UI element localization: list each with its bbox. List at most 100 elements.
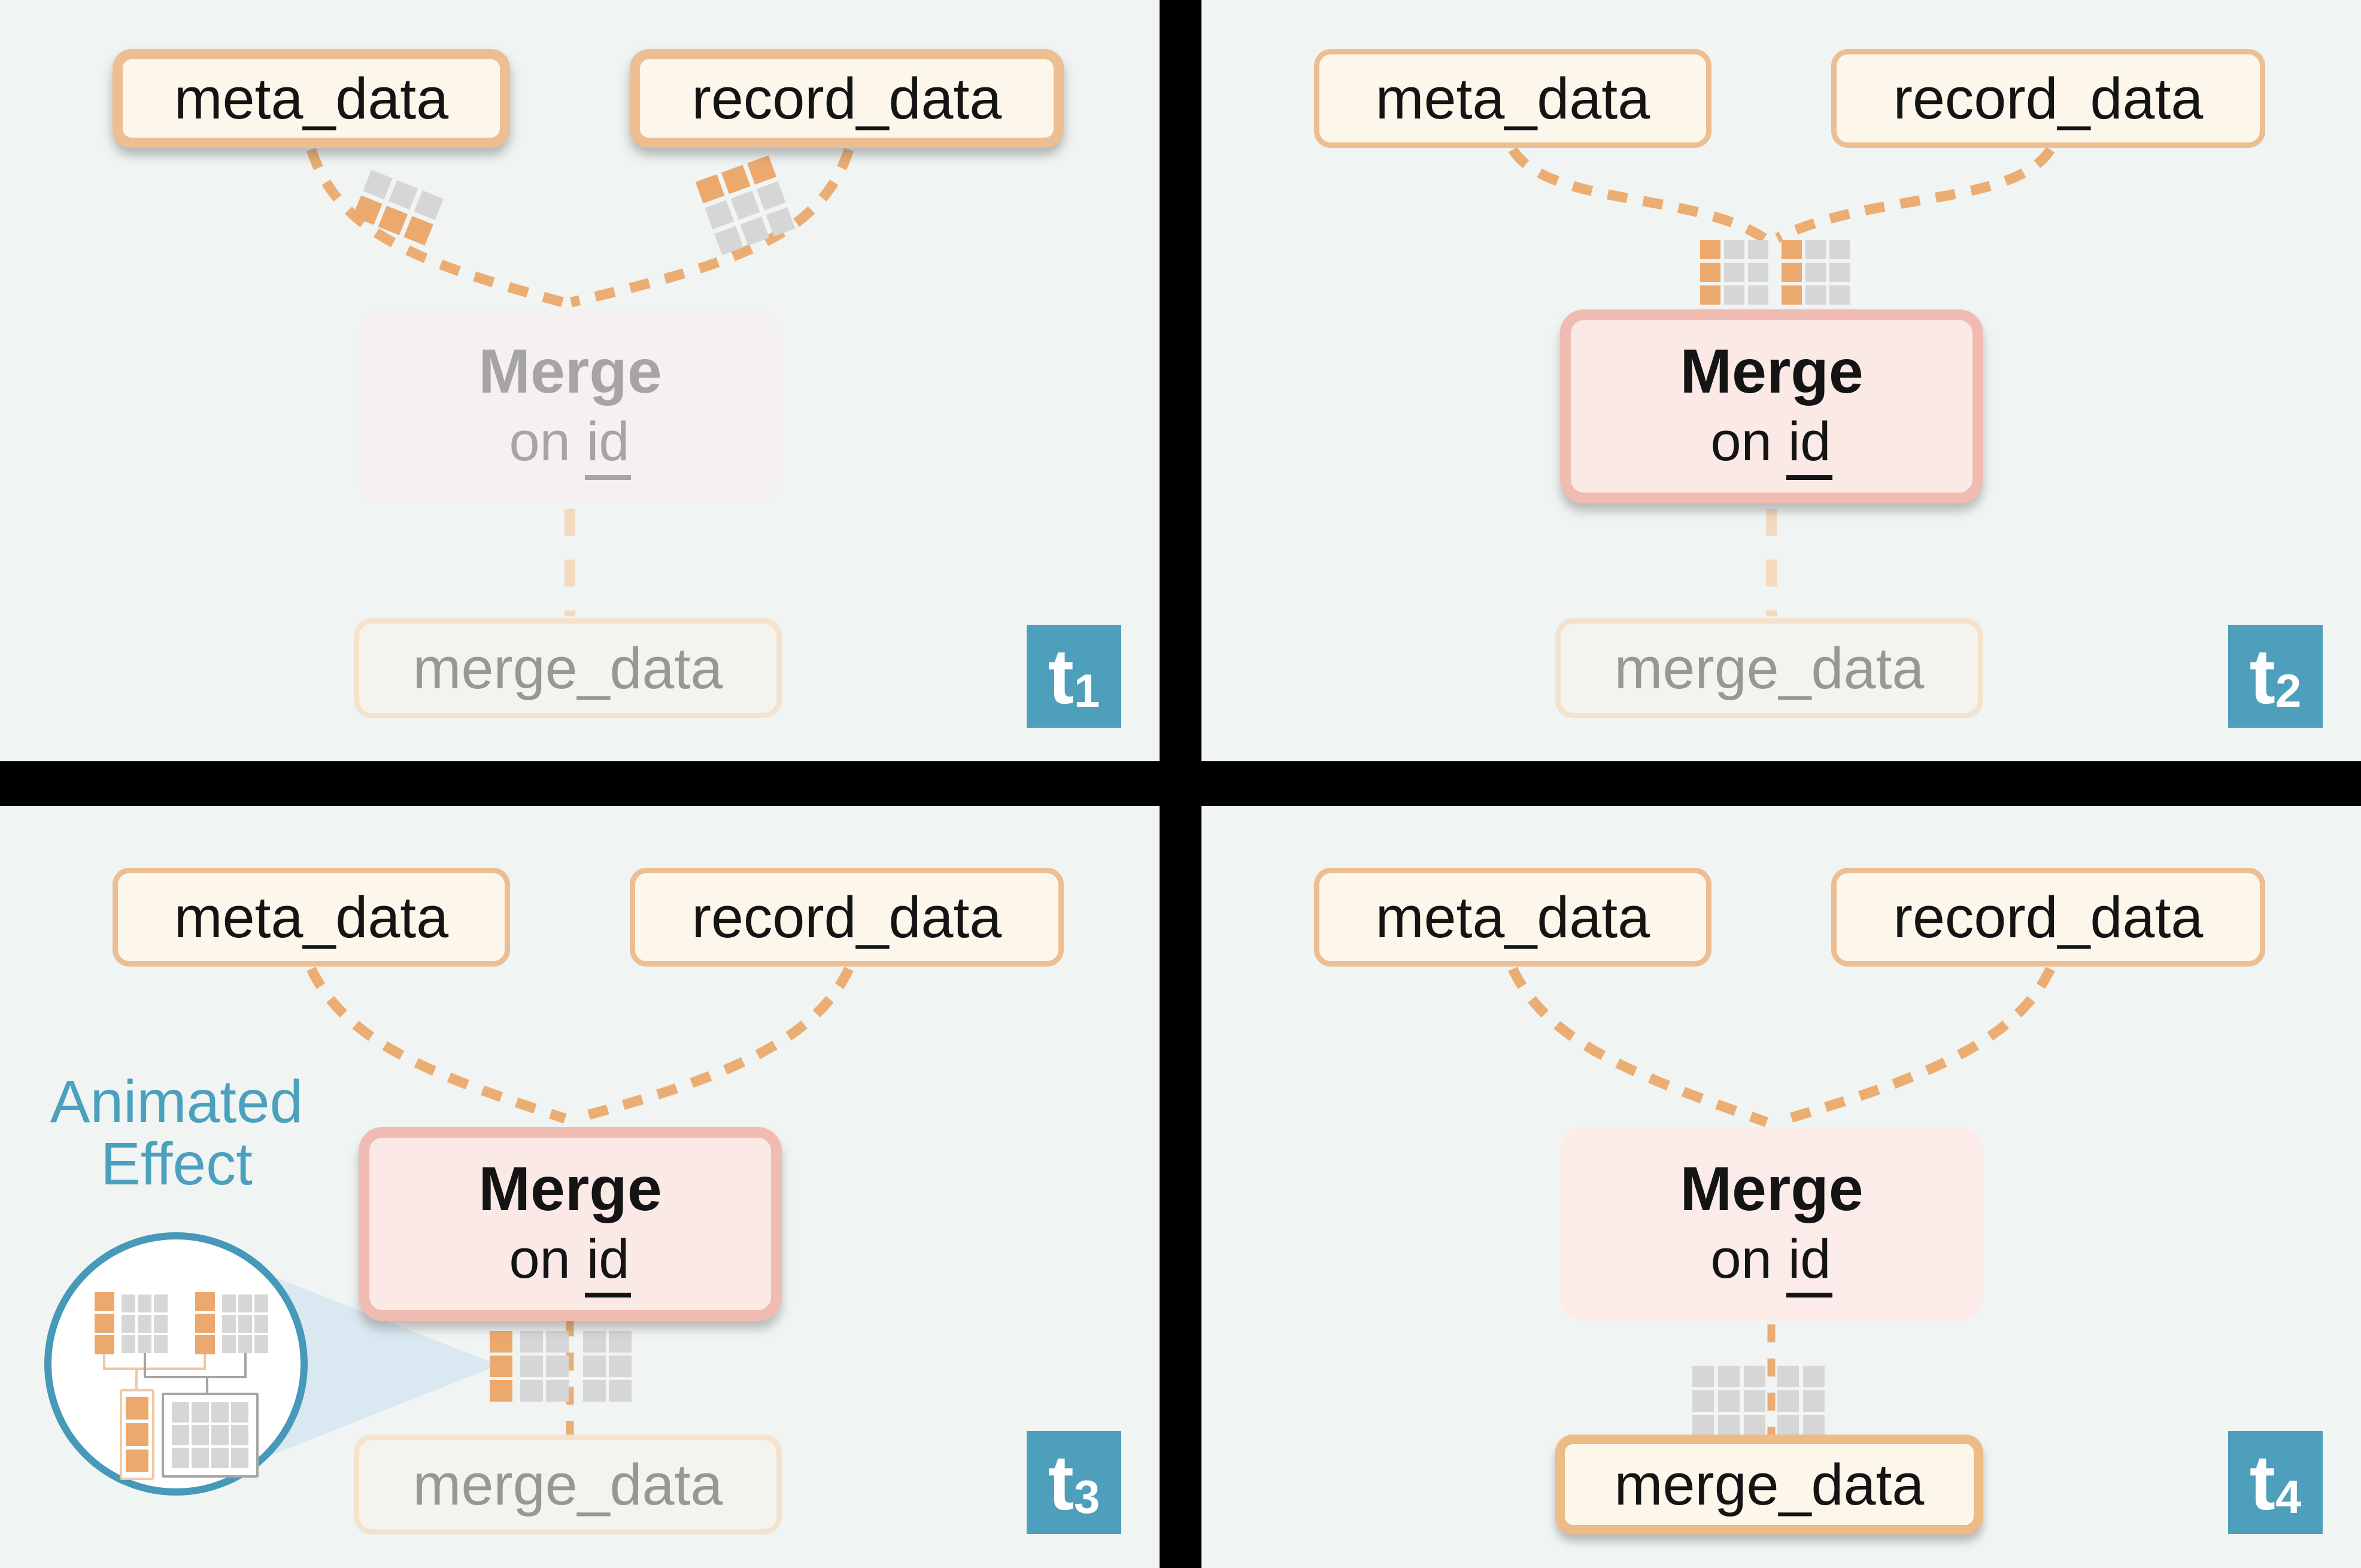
id-cell <box>195 1292 215 1311</box>
merged-id-column <box>490 1331 512 1402</box>
pipe-record-to-merge <box>1775 147 2055 243</box>
label-text: t <box>1048 1439 1074 1526</box>
label-text: merge_data <box>412 635 723 701</box>
label-text: Merge <box>478 1154 662 1224</box>
data-cell <box>1692 1366 1714 1387</box>
data-cell <box>1803 1390 1825 1412</box>
data-cell <box>1748 263 1768 282</box>
record-data-node: record_data <box>630 868 1064 967</box>
data-cell <box>1724 263 1744 282</box>
id-cell <box>195 1314 215 1333</box>
connector-paths <box>1508 967 2055 1441</box>
record-data-node: record_data <box>1831 868 2265 967</box>
id-cell <box>126 1397 148 1420</box>
data-cell <box>1724 240 1744 259</box>
label-text: Merge <box>1680 336 1864 406</box>
data-cell <box>1692 1390 1714 1412</box>
data-cell <box>138 1315 151 1333</box>
merged-data-column <box>1692 1366 1714 1436</box>
label-text: id <box>1786 411 1833 481</box>
data-cell <box>546 1380 569 1402</box>
data-cell <box>122 1294 135 1312</box>
data-cell <box>546 1331 569 1353</box>
label-text: meta_data <box>1375 65 1650 131</box>
pipe-meta-to-merge <box>1508 967 1768 1128</box>
label-text: meta_data <box>1375 884 1650 950</box>
data-cell <box>154 1294 168 1312</box>
merge-data-node: merge_data <box>1555 1435 1983 1534</box>
pipe-meta-to-merge <box>1508 147 1767 243</box>
data-cell <box>1805 263 1826 282</box>
label-text: meta_data <box>174 65 449 131</box>
label-text: id <box>584 411 632 481</box>
mini-merged-id-box <box>120 1389 154 1480</box>
id-cell <box>1782 240 1802 259</box>
data-cell <box>172 1448 189 1468</box>
data-cell <box>154 1335 168 1353</box>
label-text: Merge <box>1680 1154 1864 1224</box>
merged-data-column <box>520 1331 543 1402</box>
meta-data-node: meta_data <box>113 868 510 967</box>
record-data-node: record_data <box>1831 49 2265 148</box>
data-cell <box>1748 285 1768 305</box>
pipe-record-to-merge <box>1774 967 2055 1128</box>
id-cell <box>126 1450 148 1472</box>
data-cell <box>1829 263 1850 282</box>
data-cell <box>1777 1366 1799 1387</box>
id-cell <box>1782 263 1802 282</box>
merge-data-node: merge_data <box>354 618 782 718</box>
label-text: id <box>1786 1229 1833 1298</box>
merged-data-column <box>583 1331 606 1402</box>
label-text: record_data <box>1893 65 2204 131</box>
label-text: Effect <box>101 1131 253 1198</box>
label-text: 2 <box>2275 664 2302 717</box>
pipe-meta-to-merge <box>306 967 567 1124</box>
data-cell <box>211 1448 229 1468</box>
label-text: on <box>509 1229 570 1290</box>
id-cell <box>490 1356 512 1377</box>
data-cell <box>1777 1390 1799 1412</box>
data-cell <box>222 1335 236 1353</box>
data-cell <box>609 1380 632 1402</box>
data-cell <box>1829 240 1850 259</box>
mini-id-column <box>95 1292 114 1354</box>
id-cell <box>95 1292 114 1311</box>
mini-join-lines <box>103 1351 247 1393</box>
data-cell <box>122 1315 135 1333</box>
data-cell <box>211 1425 229 1445</box>
data-cell <box>730 190 760 220</box>
data-cell <box>520 1380 543 1402</box>
data-cell <box>122 1335 135 1353</box>
label-text: t <box>1048 633 1074 720</box>
connector-paths <box>306 148 854 616</box>
label-text: Merge <box>478 336 662 406</box>
data-cell <box>222 1294 236 1312</box>
data-cell <box>138 1294 151 1312</box>
label-text: id <box>584 1229 632 1298</box>
id-cell <box>195 1335 215 1354</box>
data-cell <box>172 1402 189 1423</box>
data-cell <box>1805 240 1826 259</box>
label-text: t <box>2249 633 2275 720</box>
merge-data-node: merge_data <box>1555 618 1983 718</box>
data-cell <box>231 1448 248 1468</box>
data-cell <box>1777 1415 1799 1436</box>
mini-data-link <box>144 1351 247 1393</box>
data-cell <box>238 1335 252 1353</box>
id-cell <box>1700 285 1720 305</box>
label-text: merge_data <box>1614 635 1925 701</box>
record-data-node: record_data <box>630 49 1064 148</box>
